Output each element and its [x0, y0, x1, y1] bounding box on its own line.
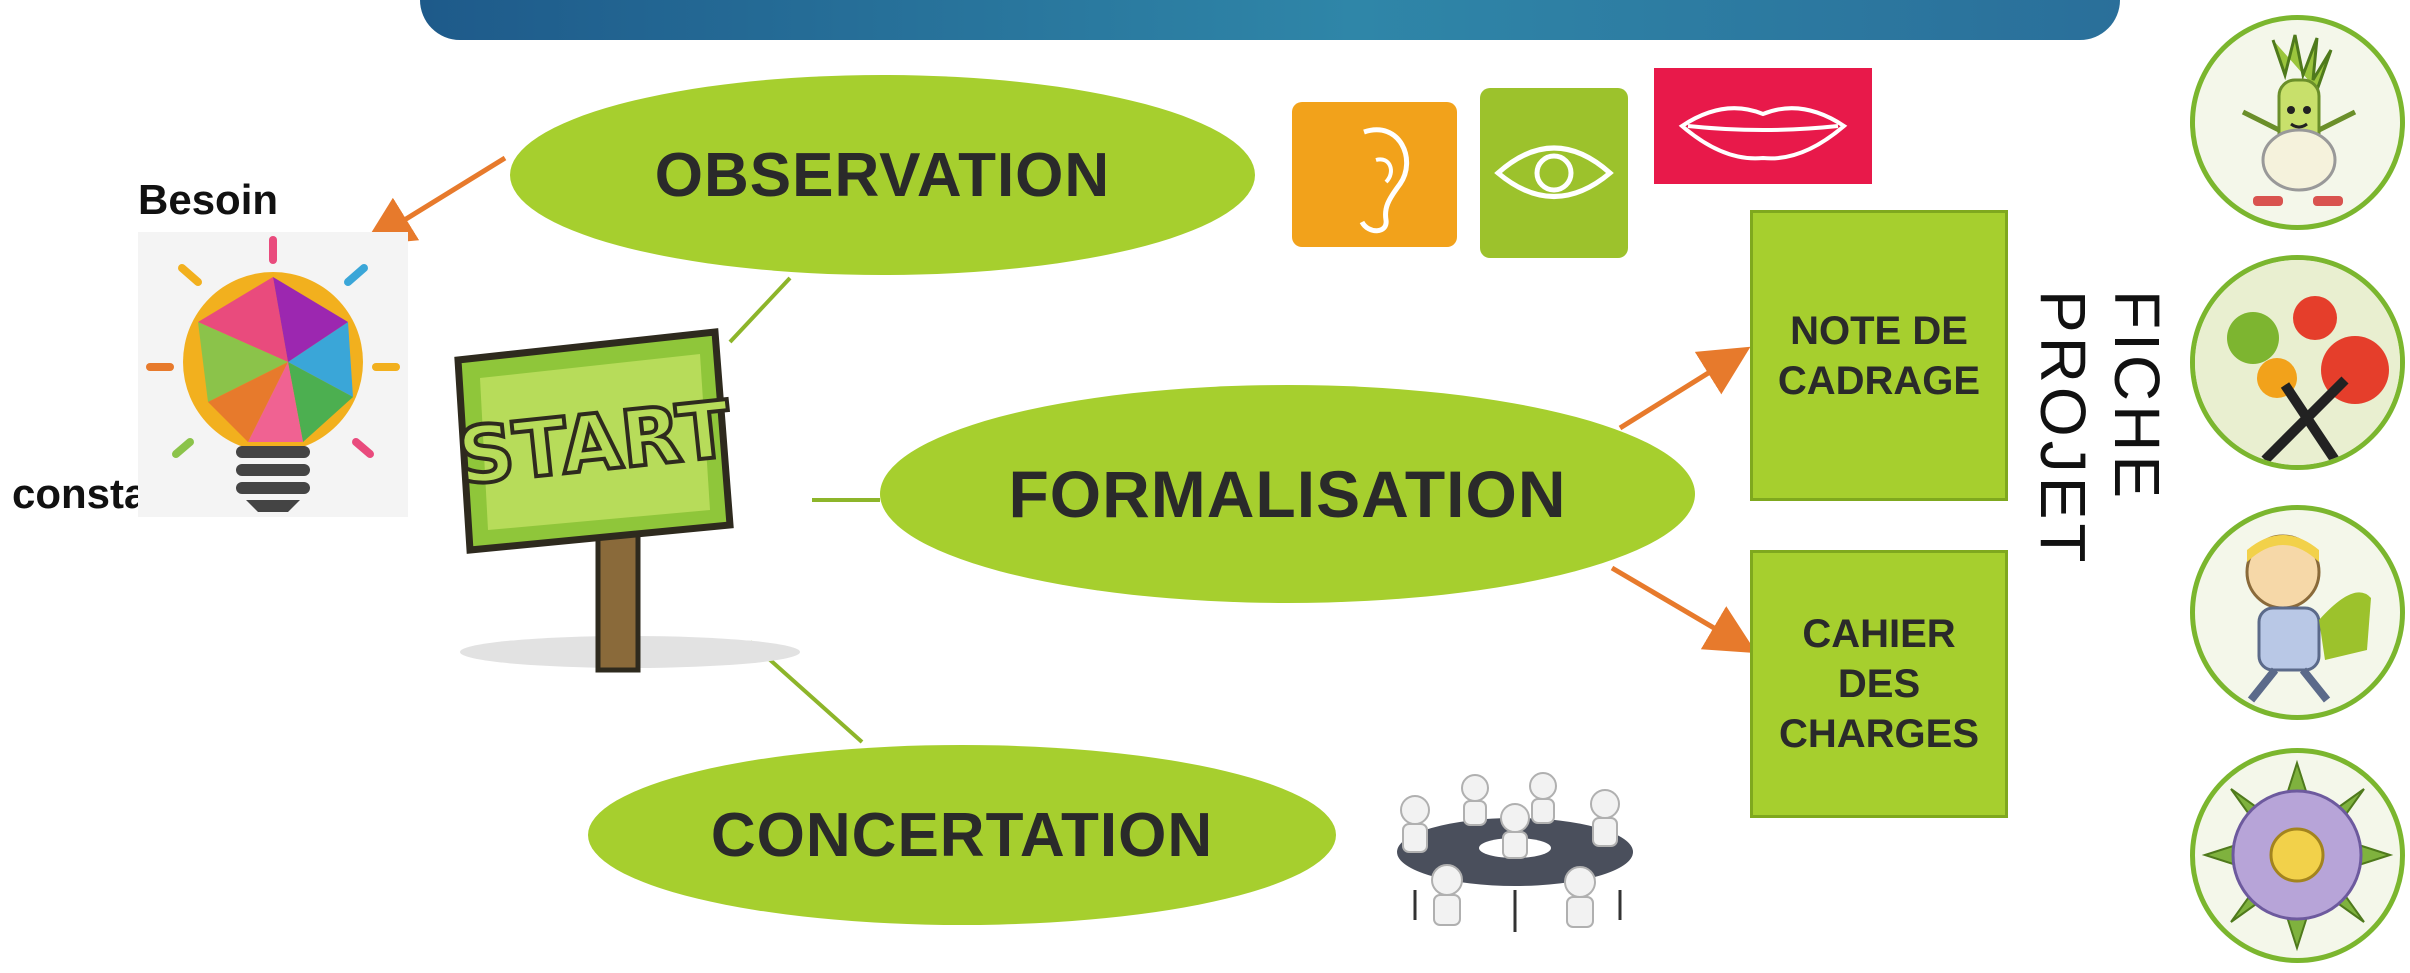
mouth-icon — [1654, 68, 1872, 184]
besoin-label: Besoin — [138, 176, 279, 223]
fiche-projet-title: FICHE PROJET — [2010, 290, 2190, 790]
formalisation-label: FORMALISATION — [1008, 457, 1567, 531]
observation-label: OBSERVATION — [654, 140, 1111, 210]
eye-icon — [1480, 88, 1628, 258]
ear-icon — [1292, 102, 1457, 247]
formalisation-node: FORMALISATION — [880, 385, 1695, 603]
fiche-projet-label: FICHE PROJET — [2027, 290, 2173, 567]
vegetables-icon — [2190, 255, 2405, 470]
note-cadrage-label: NOTE DE CADRAGE — [1777, 308, 1981, 403]
line-start-observation — [728, 276, 792, 344]
flower-icon — [2190, 748, 2405, 963]
observation-node: OBSERVATION — [510, 75, 1255, 275]
concertation-label: CONCERTATION — [710, 800, 1214, 870]
concertation-node: CONCERTATION — [588, 745, 1336, 925]
start-sign-icon: START — [440, 320, 820, 680]
note-cadrage-box: NOTE DE CADRAGE — [1750, 210, 2008, 501]
arrow-to-besoin — [363, 155, 507, 246]
thinking-child-icon — [2190, 505, 2405, 720]
cahier-charges-label: CAHIER DES CHARGES — [1778, 612, 1980, 756]
cahier-charges-box: CAHIER DES CHARGES — [1750, 550, 2008, 818]
leek-character-icon — [2190, 15, 2405, 230]
lightbulb-icon — [138, 232, 408, 517]
arrow-to-note-cadrage — [1618, 346, 1751, 431]
constat-label: constat — [12, 470, 162, 517]
meeting-table-icon — [1375, 740, 1665, 940]
top-banner — [420, 0, 2120, 40]
arrow-to-cahier-charges — [1610, 565, 1757, 654]
